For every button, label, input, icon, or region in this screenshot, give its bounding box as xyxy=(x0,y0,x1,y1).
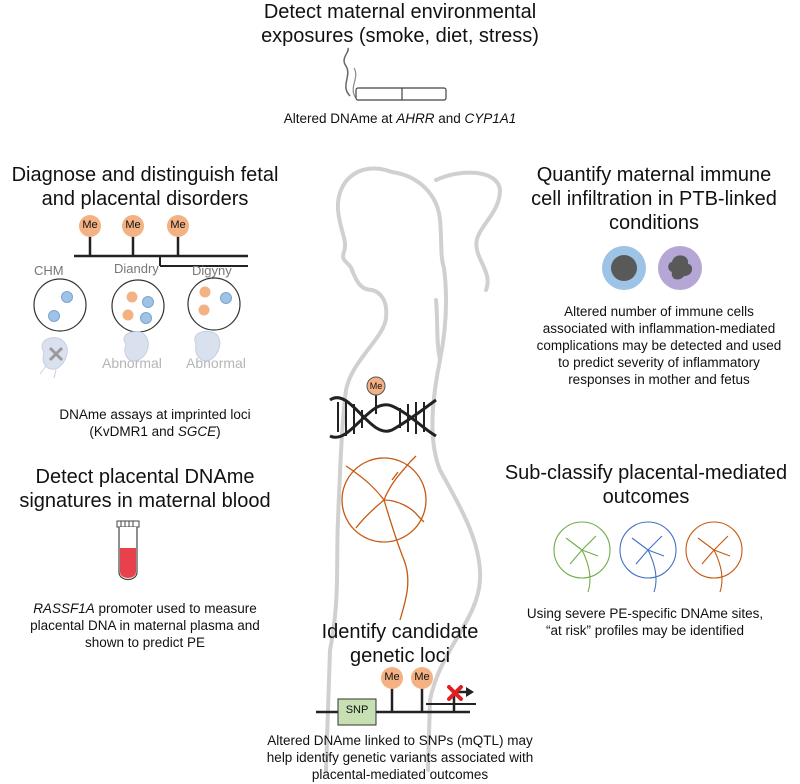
snp-label: SNP xyxy=(345,704,369,716)
subclassify-caption: Using severe PE-specific DNAme sites, “a… xyxy=(526,606,764,638)
cell-circles xyxy=(33,277,241,333)
diagnose-caption: DNAme assays at imprinted loci (KvDMR1 a… xyxy=(59,407,251,439)
me-label: Me xyxy=(414,671,430,683)
abnormal-label-digyny: Abnormal xyxy=(186,355,246,371)
placental-blood-title: Detect placental DNAme signatures in mat… xyxy=(19,466,271,512)
me-label: Me xyxy=(170,219,186,231)
gene-ahrr: AHRR xyxy=(396,111,435,126)
exposures-title-line1: Detect maternal environmental xyxy=(263,1,537,23)
exposures-caption: Altered DNAme at AHRR and CYP1A1 xyxy=(283,111,517,126)
label-digyny: Digyny xyxy=(192,263,232,278)
gene-sgce: SGCE xyxy=(177,424,217,439)
diagnose-title: Diagnose and distinguish fetal and place… xyxy=(0,163,290,211)
blood-tube-icon xyxy=(116,520,140,581)
label-diandry: Diandry xyxy=(114,261,159,276)
diagnose-title-line2: and placental disorders xyxy=(41,188,249,210)
cross-icon xyxy=(48,346,64,362)
diagnose-title-line1: Diagnose and distinguish fetal xyxy=(11,164,279,186)
gene-cyp1a1: CYP1A1 xyxy=(464,111,517,126)
dna-me-label: Me xyxy=(369,381,383,391)
immune-cell-icons xyxy=(602,246,702,290)
exposures-title-line2: exposures (smoke, diet, stress) xyxy=(261,25,539,47)
dna-helix-icon xyxy=(329,376,437,439)
subclassify-title: Sub-classify placental-mediated outcomes xyxy=(504,462,788,508)
placental-blood-caption: RASSF1A promoter used to measure placent… xyxy=(30,601,260,650)
placenta-green xyxy=(553,521,611,593)
cigarette-icon xyxy=(355,87,447,101)
placenta-icon xyxy=(341,455,427,621)
me-label: Me xyxy=(384,671,400,683)
genetic-title: Identify candidate genetic loci xyxy=(321,621,479,667)
me-label: Me xyxy=(125,219,141,231)
smoke-icon xyxy=(343,47,351,97)
placenta-orange xyxy=(685,521,743,593)
imprinting-gene-diagram xyxy=(74,215,248,267)
gene-rassf1a: RASSF1A xyxy=(33,601,95,616)
genetic-caption: Altered DNAme linked to SNPs (mQTL) may … xyxy=(266,733,534,782)
block-cross-icon xyxy=(447,685,463,701)
abnormal-label-diandry: Abnormal xyxy=(102,355,162,371)
label-chm: CHM xyxy=(34,263,64,278)
exposures-title: Detect maternal environmental exposures … xyxy=(150,0,650,48)
snp-gene-diagram xyxy=(316,667,476,726)
placenta-blue xyxy=(619,521,677,593)
immune-caption: Altered number of immune cells associate… xyxy=(536,304,782,387)
pregnant-woman-outline xyxy=(324,166,503,772)
immune-title: Quantify maternal immune cell infiltrati… xyxy=(531,164,777,234)
me-label: Me xyxy=(82,219,98,231)
